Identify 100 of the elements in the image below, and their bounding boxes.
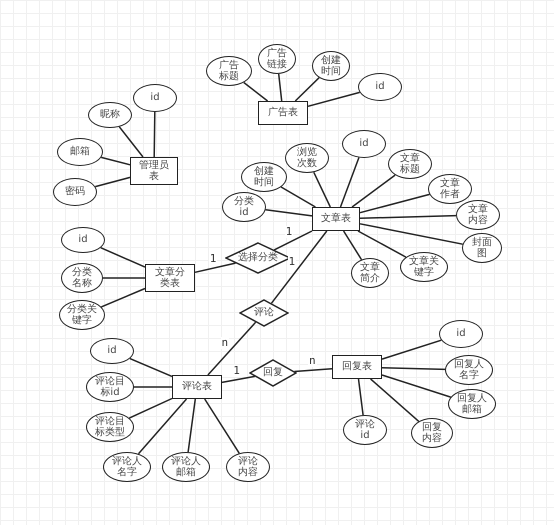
attribute-ellipse: [312, 51, 350, 81]
connector-line: [100, 247, 146, 268]
connector-line: [204, 398, 240, 454]
attribute-name: 密码: [65, 186, 85, 198]
connector-line: [352, 174, 396, 208]
cardinality-label: n: [308, 355, 317, 368]
connector-line: [294, 77, 320, 102]
attribute-name: 封面图: [472, 236, 492, 260]
attribute-name: 回复人名字: [454, 358, 484, 382]
attribute-name: 回复人邮箱: [456, 392, 488, 416]
attribute-name: 文章作者: [440, 178, 460, 200]
cardinality-label: 1: [288, 256, 296, 268]
entity-box: [332, 355, 382, 379]
attribute-name: id: [107, 345, 117, 357]
attribute-name: 文章标题: [400, 152, 420, 176]
attribute-name: 评论人邮箱: [170, 456, 202, 478]
cardinality-label: 1: [208, 252, 218, 265]
connector-line: [360, 194, 430, 214]
attribute-ellipse: [456, 200, 500, 230]
attribute-ellipse: [88, 102, 132, 128]
attribute-ellipse: [61, 227, 105, 253]
attribute-name: 评论id: [354, 418, 376, 442]
connector-line: [243, 82, 268, 102]
connector-line: [130, 358, 172, 378]
attribute-ellipse: [258, 44, 296, 74]
attribute-ellipse: [285, 143, 329, 173]
attribute-ellipse: [388, 149, 432, 179]
attribute-name: 广告标题: [218, 60, 240, 82]
attribute-ellipse: [445, 355, 493, 385]
connector-line: [266, 209, 312, 217]
connector-line: [134, 386, 172, 388]
relationship-diamond: [239, 299, 289, 327]
relationship-name: 回复: [263, 367, 283, 379]
connector-line: [270, 230, 328, 304]
attribute-name: 回复内容: [422, 422, 442, 444]
attribute-ellipse: [439, 320, 483, 348]
attribute-name: id: [375, 81, 385, 93]
attribute-ellipse: [133, 84, 177, 112]
entity-box: [312, 207, 360, 231]
attribute-ellipse: [343, 415, 387, 445]
attribute-ellipse: [342, 130, 386, 158]
attribute-name: 评论内容: [238, 456, 258, 478]
connector-line: [280, 186, 316, 208]
connector-line: [138, 398, 188, 454]
attribute-name: 分类id: [234, 196, 254, 218]
cardinality-label: n: [220, 336, 230, 349]
attribute-ellipse: [86, 412, 134, 442]
connector-line: [222, 376, 255, 384]
attribute-name: id: [456, 328, 466, 340]
connector-line: [358, 230, 406, 258]
cardinality-label: 1: [232, 364, 241, 377]
connector-line: [101, 288, 146, 308]
attribute-ellipse: [400, 252, 448, 282]
attribute-ellipse: [61, 263, 103, 293]
attribute-name: id: [78, 234, 88, 246]
attribute-ellipse: [351, 258, 389, 288]
attribute-ellipse: [222, 192, 266, 222]
connector-line: [342, 230, 362, 260]
attribute-name: id: [359, 138, 369, 150]
attribute-name: 文章关键字: [408, 256, 440, 278]
connector-line: [95, 176, 130, 188]
attribute-name: 文章简介: [360, 262, 380, 284]
attribute-ellipse: [53, 178, 97, 206]
entity-name: 评论表: [182, 381, 212, 393]
attribute-name: 文章内容: [468, 204, 488, 226]
connector-line: [187, 398, 196, 452]
attribute-name: 广告链接: [266, 48, 288, 70]
attribute-ellipse: [226, 452, 270, 482]
connector-line: [313, 172, 331, 208]
attribute-ellipse: [241, 162, 287, 192]
attribute-ellipse: [86, 372, 134, 402]
attribute-ellipse: [59, 300, 105, 330]
relationship-diamond: [249, 359, 297, 387]
entity-name: 管理员表: [138, 160, 170, 182]
entity-name: 广告表: [268, 107, 298, 119]
connector-line: [370, 378, 420, 422]
connector-line: [101, 156, 130, 166]
connector-line: [382, 366, 446, 370]
entity-box: [145, 264, 195, 292]
entity-name: 文章表: [321, 213, 351, 225]
attribute-name: 评论目标类型: [94, 416, 126, 438]
attribute-ellipse: [90, 338, 134, 364]
connector-line: [128, 398, 172, 419]
connector-line: [360, 223, 463, 245]
connector-line: [382, 374, 451, 398]
relationship-diamond: [225, 242, 291, 274]
connector-line: [358, 378, 364, 416]
relationship-name: 评论: [254, 307, 274, 319]
attribute-name: 评论目标id: [94, 376, 126, 398]
attribute-name: 评论人名字: [112, 456, 142, 478]
entity-box: [172, 375, 222, 399]
connector-line: [194, 262, 236, 274]
entity-name: 回复表: [342, 361, 372, 373]
attribute-ellipse: [103, 452, 151, 482]
attribute-ellipse: [411, 418, 453, 448]
attribute-name: 分类关键字: [66, 304, 98, 326]
attribute-ellipse: [206, 56, 252, 86]
attribute-ellipse: [428, 174, 472, 204]
attribute-ellipse: [358, 73, 402, 101]
attribute-ellipse: [462, 233, 502, 263]
